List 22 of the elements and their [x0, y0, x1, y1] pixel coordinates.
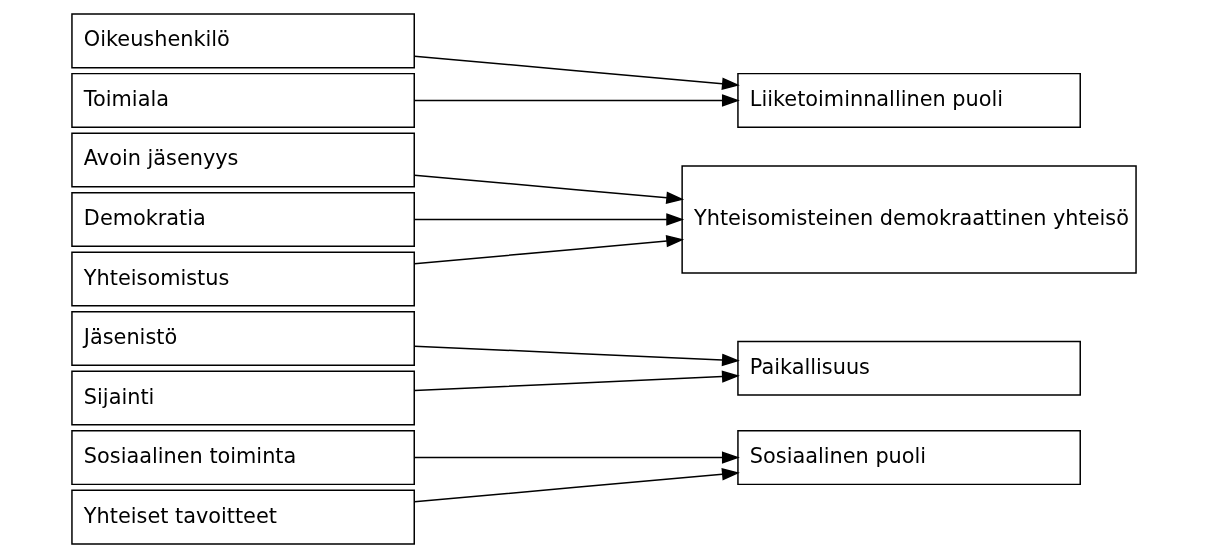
arrow — [413, 468, 740, 503]
node-box: Sosiaalinen toiminta — [71, 430, 415, 486]
arrow — [413, 213, 685, 226]
node-box: Jäsenistö — [71, 311, 415, 367]
node-box: Sijainti — [71, 370, 415, 426]
arrow — [413, 370, 740, 392]
node-box: Yhteiset tavoitteet — [71, 489, 415, 545]
node-box: Sosiaalinen puoli — [737, 430, 1081, 486]
arrow — [413, 174, 685, 205]
node-box: Avoin jäsenyys — [71, 132, 415, 188]
node-box: Toimiala — [71, 72, 415, 128]
node-box: Yhteisomistus — [71, 251, 415, 307]
node-box: Paikallisuus — [737, 340, 1081, 396]
node-box: Oikeushenkilö — [71, 13, 415, 69]
arrow — [413, 234, 685, 265]
node-box: Demokratia — [71, 191, 415, 247]
arrow — [413, 451, 740, 464]
node-box: Liiketoiminnallinen puoli — [737, 72, 1081, 128]
arrow — [413, 94, 740, 107]
arrow — [413, 345, 740, 367]
arrow — [413, 55, 740, 90]
node-box: Yhteisomisteinen demokraattinen yhteisö — [681, 165, 1137, 274]
